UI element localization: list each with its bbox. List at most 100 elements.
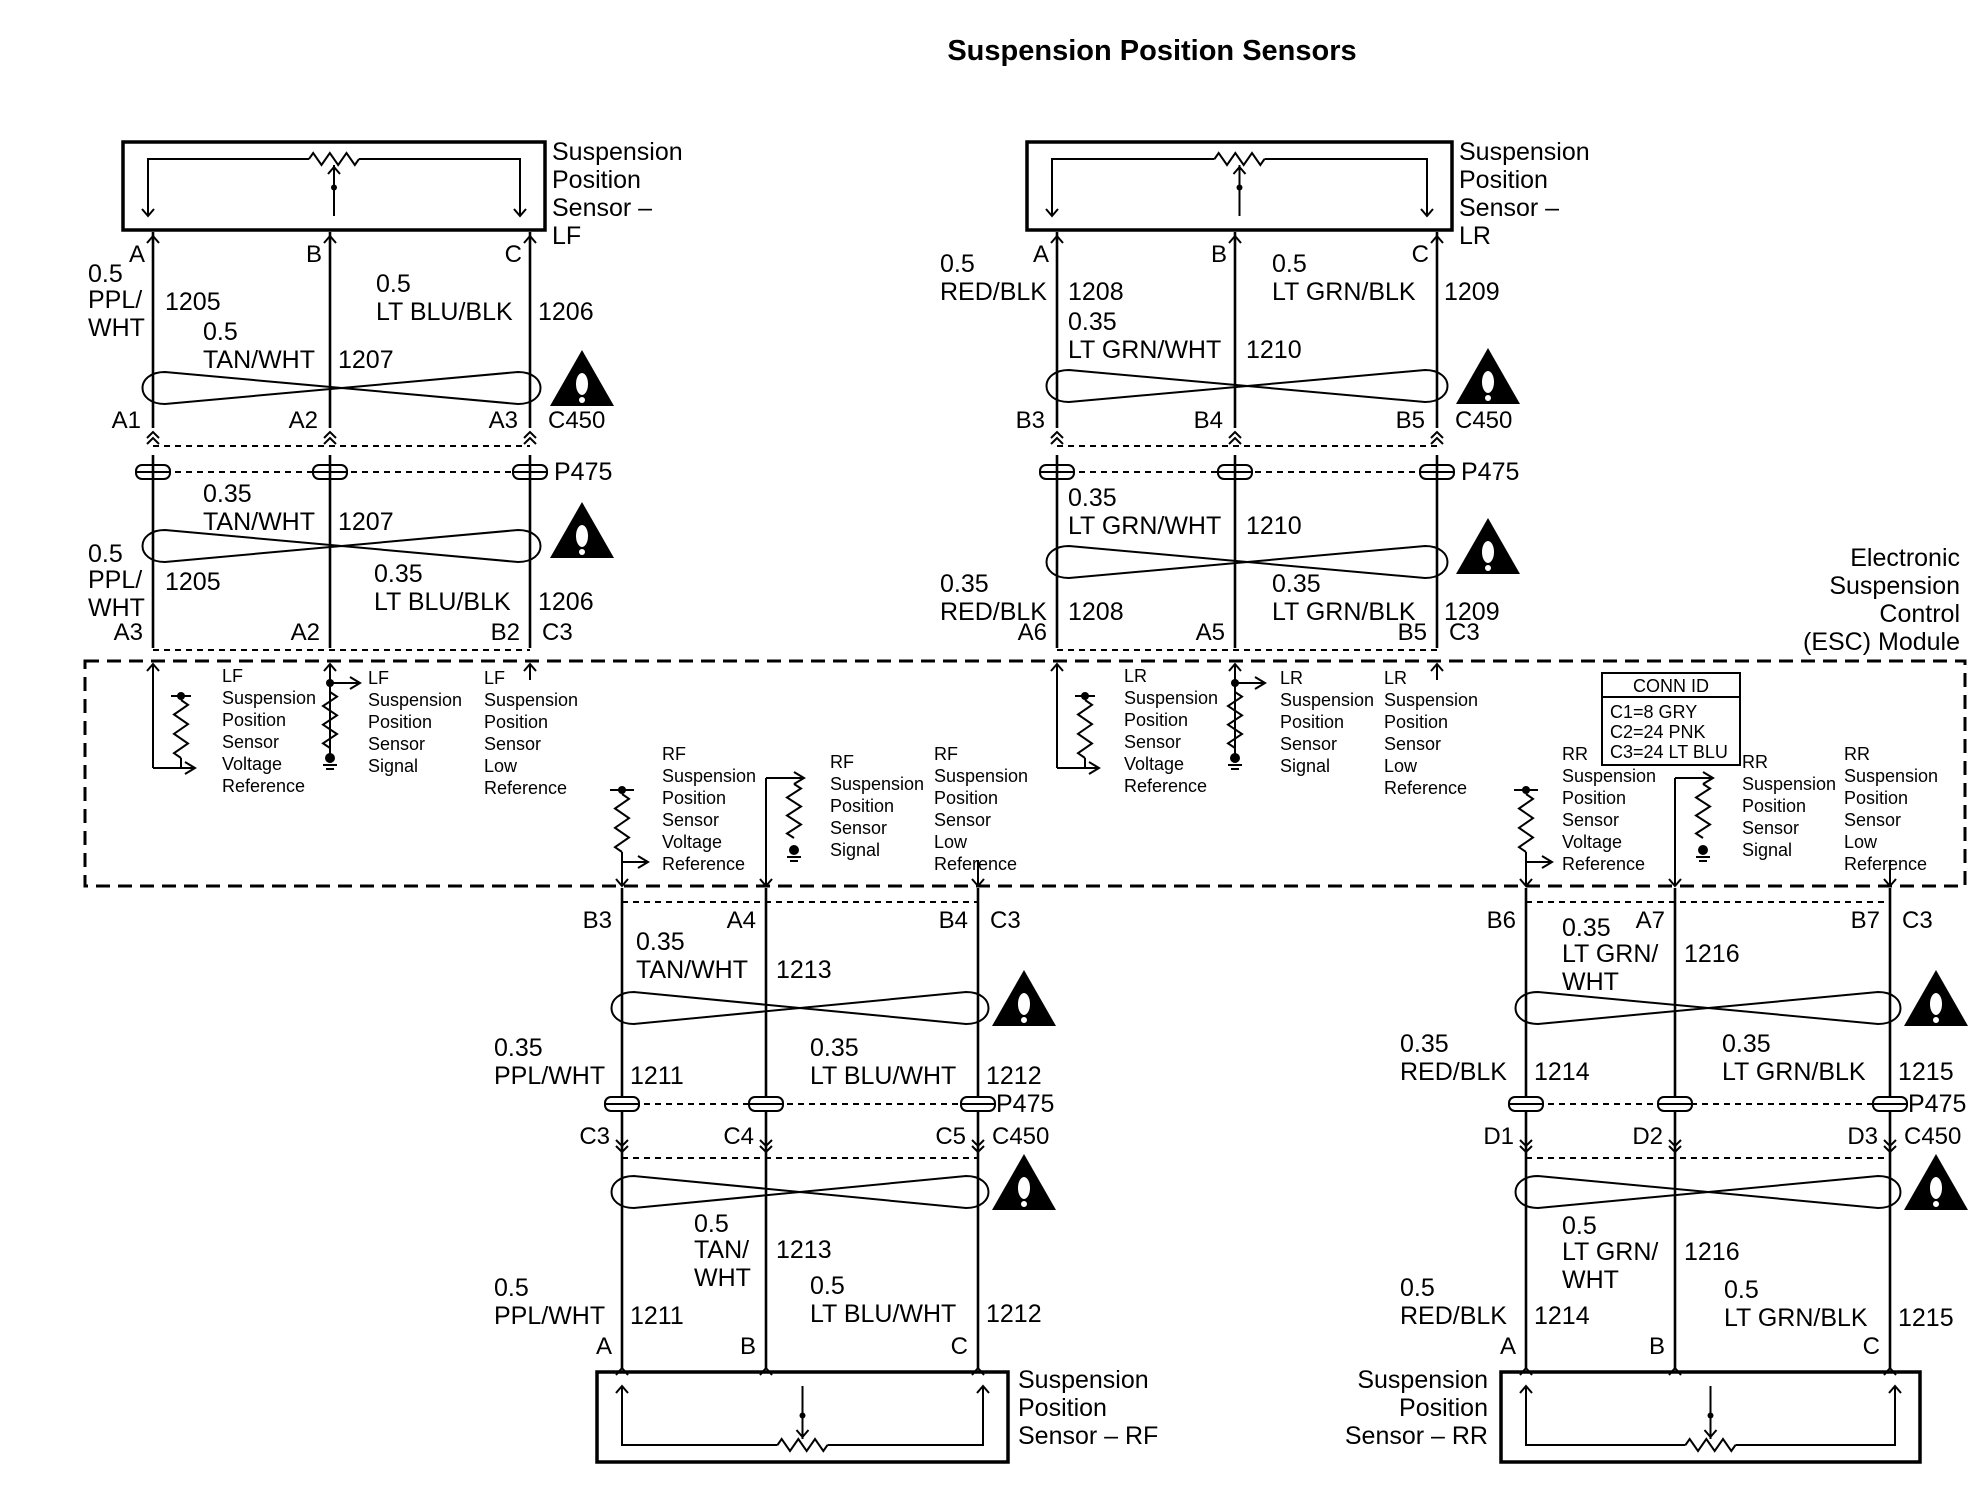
warning-icon bbox=[1018, 1177, 1030, 1199]
resistor-icon bbox=[1226, 691, 1244, 749]
esc-function-label: Position bbox=[1742, 796, 1806, 816]
wire-size: 0.5 bbox=[88, 260, 123, 288]
wire-color: WHT bbox=[88, 594, 145, 622]
conn-id-line: C3=24 LT BLU bbox=[1610, 742, 1728, 762]
sensor-track bbox=[1735, 1386, 1896, 1446]
esc-function-label: Sensor bbox=[1844, 810, 1901, 830]
esc-function-label: Voltage bbox=[1124, 754, 1184, 774]
pin-label: A3 bbox=[114, 619, 143, 646]
esc-function-label: Reference bbox=[1124, 776, 1207, 796]
conn-id-line: C2=24 PNK bbox=[1610, 722, 1706, 742]
connector-label: P475 bbox=[996, 1090, 1054, 1118]
pin-label: D3 bbox=[1847, 1123, 1878, 1150]
terminal-arrow-icon bbox=[513, 208, 527, 218]
esc-function-label: RF bbox=[662, 744, 686, 764]
warning-icon bbox=[1485, 565, 1491, 571]
wire-size: 0.5 bbox=[494, 1274, 529, 1302]
esc-function-label: Sensor bbox=[1562, 810, 1619, 830]
sensor-label: Sensor – bbox=[552, 194, 652, 222]
pin-label: B5 bbox=[1398, 619, 1427, 646]
sensor-label: Position bbox=[1018, 1394, 1107, 1422]
connector-label: P475 bbox=[1461, 458, 1519, 486]
connector-chevron-icon bbox=[1430, 430, 1444, 445]
sensor-track bbox=[147, 158, 309, 216]
esc-function-label: Sensor bbox=[934, 810, 991, 830]
warning-icon bbox=[1933, 1017, 1939, 1023]
wire-color: TAN/WHT bbox=[636, 956, 748, 984]
wire-color: LT GRN/WHT bbox=[1068, 512, 1221, 540]
pin-label: B3 bbox=[583, 907, 612, 934]
arrow-right-icon bbox=[793, 771, 806, 785]
esc-function-label: Reference bbox=[934, 854, 1017, 874]
pin-label: C bbox=[1412, 241, 1429, 268]
terminal-arrow-icon bbox=[1228, 234, 1242, 244]
warning-icon bbox=[1930, 1177, 1942, 1199]
esc-function-label: LR bbox=[1384, 668, 1407, 688]
esc-module-name: Electronic bbox=[1850, 544, 1960, 572]
connector-chevron-icon bbox=[615, 1139, 629, 1154]
warning-icon bbox=[1021, 1017, 1027, 1023]
wire-size: 0.5 bbox=[88, 540, 123, 568]
pin-label: A2 bbox=[289, 407, 318, 434]
wire-size: 0.35 bbox=[374, 560, 423, 588]
sensor-track bbox=[827, 1386, 984, 1446]
pin-label: C5 bbox=[935, 1123, 966, 1150]
wire-size: 0.35 bbox=[810, 1034, 859, 1062]
pin-label: A7 bbox=[1636, 907, 1665, 934]
pin-label: A4 bbox=[727, 907, 756, 934]
wire-color: LT BLU/BLK bbox=[376, 298, 513, 326]
wire-color: PPL/WHT bbox=[494, 1062, 605, 1090]
conn-id-title: CONN ID bbox=[1633, 676, 1709, 696]
connector-label: C3 bbox=[542, 619, 573, 646]
terminal-arrow-icon bbox=[1420, 208, 1434, 218]
esc-function-label: Sensor bbox=[1124, 732, 1181, 752]
wire-color: PPL/ bbox=[88, 286, 142, 314]
sensor-label: Suspension bbox=[1018, 1366, 1149, 1394]
resistor-icon bbox=[1694, 783, 1712, 839]
terminal-arrow-icon bbox=[795, 1429, 810, 1439]
esc-function-label: Sensor bbox=[222, 732, 279, 752]
wire-size: 0.35 bbox=[940, 570, 989, 598]
esc-function-label: Low bbox=[484, 756, 518, 776]
terminal-arrow-icon bbox=[1519, 1384, 1533, 1394]
esc-function-label: Position bbox=[368, 712, 432, 732]
wire-size: 0.35 bbox=[1068, 484, 1117, 512]
ground-icon bbox=[1698, 845, 1708, 855]
esc-module-outline bbox=[83, 659, 1967, 888]
wire-circuit: 1211 bbox=[630, 1062, 684, 1090]
esc-function-label: RF bbox=[830, 752, 854, 772]
wire-size: 0.5 bbox=[203, 318, 238, 346]
connector-chevron-icon bbox=[759, 1139, 773, 1154]
pin-label: B3 bbox=[1016, 407, 1045, 434]
sensor-label: Position bbox=[1459, 166, 1548, 194]
sensor-wiper bbox=[1236, 184, 1243, 191]
sensor-label: Position bbox=[552, 166, 641, 194]
wire-circuit: 1210 bbox=[1246, 512, 1302, 540]
terminal-arrow-icon bbox=[1668, 878, 1682, 888]
terminal-arrow-icon bbox=[141, 208, 155, 218]
wire-size: 0.35 bbox=[1562, 914, 1611, 942]
terminal-arrow-icon bbox=[1430, 234, 1444, 244]
wire-size: 0.35 bbox=[1272, 570, 1321, 598]
esc-function-label: RR bbox=[1562, 744, 1588, 764]
esc-function-label: Position bbox=[1844, 788, 1908, 808]
esc-function-label: RF bbox=[934, 744, 958, 764]
esc-function-label: RR bbox=[1742, 752, 1768, 772]
sensor-label: Sensor – bbox=[1459, 194, 1559, 222]
esc-function-label: Sensor bbox=[484, 734, 541, 754]
warning-icon bbox=[1018, 993, 1030, 1015]
arrow-right-icon bbox=[1088, 761, 1101, 775]
pin-label: B4 bbox=[1194, 407, 1223, 434]
wire-color: LT GRN/BLK bbox=[1722, 1058, 1866, 1086]
esc-function-label: Suspension bbox=[368, 690, 462, 710]
connector-label: C450 bbox=[1904, 1123, 1961, 1150]
wire-color: LT GRN/ bbox=[1562, 940, 1658, 968]
wire-circuit: 1210 bbox=[1246, 336, 1302, 364]
twisted-pair-icon bbox=[1045, 544, 1449, 580]
esc-function-label: Signal bbox=[830, 840, 880, 860]
arrow-right-icon bbox=[637, 855, 650, 869]
terminal-arrow-icon bbox=[1519, 878, 1533, 888]
wire-circuit: 1216 bbox=[1684, 940, 1740, 968]
resistor-icon bbox=[613, 793, 631, 853]
wire-circuit: 1207 bbox=[338, 346, 394, 374]
